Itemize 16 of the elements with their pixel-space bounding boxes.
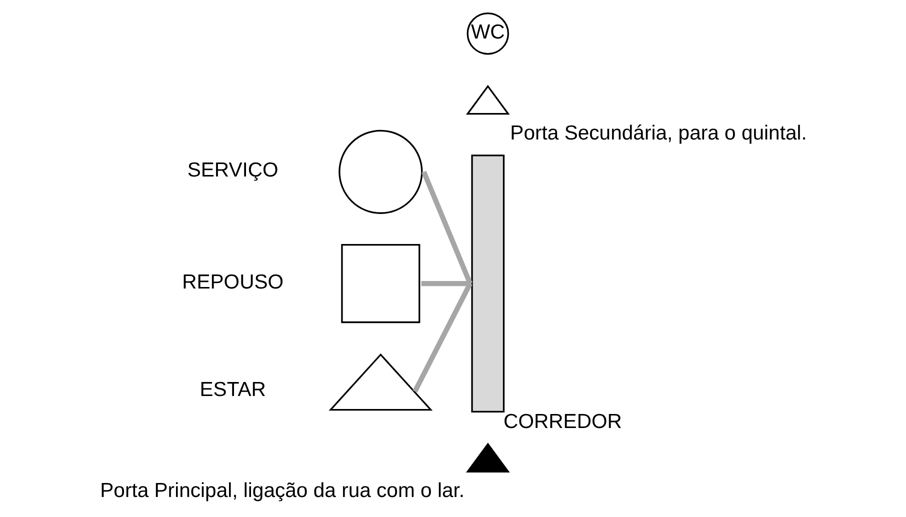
node-label: ESTAR: [200, 379, 266, 402]
node-bar: [471, 154, 505, 413]
node-label: Porta Secundária, para o quintal.: [510, 122, 807, 144]
connector: [421, 281, 470, 286]
node-triangle: [466, 84, 510, 115]
connector: [421, 170, 472, 285]
node-box: [341, 244, 420, 324]
node-label: SERVIÇO: [187, 160, 278, 182]
node-circle: WC: [466, 12, 510, 55]
node-triangle: [328, 353, 433, 411]
node-label: REPOUSO: [182, 271, 284, 294]
connector: [412, 282, 472, 393]
node-label: Porta Principal, ligação da rua com o lar.: [100, 480, 465, 502]
node-circle: [338, 130, 423, 214]
node-triangle: [466, 442, 510, 472]
node-label: CORREDOR: [504, 410, 622, 433]
